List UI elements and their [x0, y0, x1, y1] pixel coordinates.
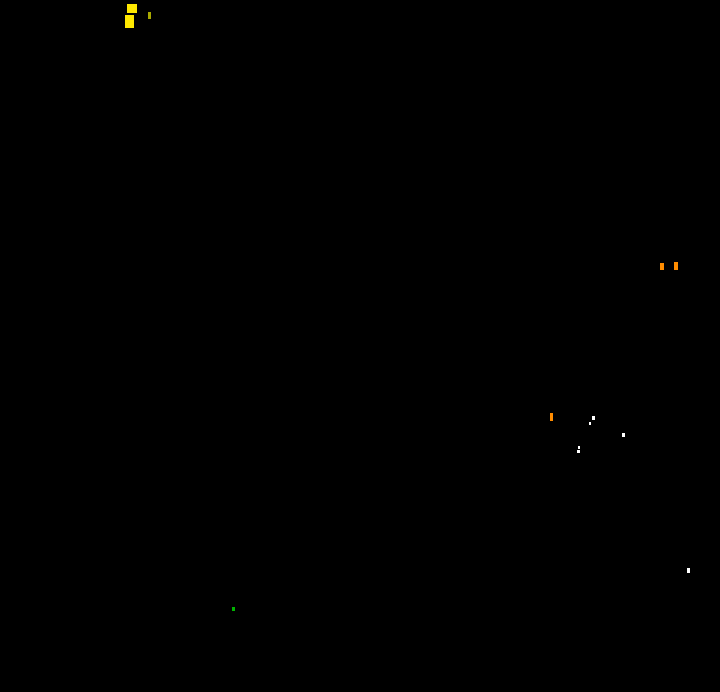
- white-speck-1: [592, 416, 595, 420]
- orange-dash-mid: [550, 413, 553, 421]
- orange-dash-right: [674, 262, 678, 270]
- white-speck-3: [622, 433, 625, 437]
- white-speck-2: [589, 422, 591, 425]
- orange-dash-left: [660, 263, 664, 270]
- green-speck: [232, 607, 235, 611]
- white-speck-4: [578, 446, 580, 449]
- yellow-sprite-upper: [127, 4, 137, 13]
- white-dash-lower: [687, 568, 690, 573]
- yellow-speck: [148, 12, 151, 19]
- yellow-sprite-lower: [125, 15, 134, 28]
- white-speck-5: [577, 450, 580, 453]
